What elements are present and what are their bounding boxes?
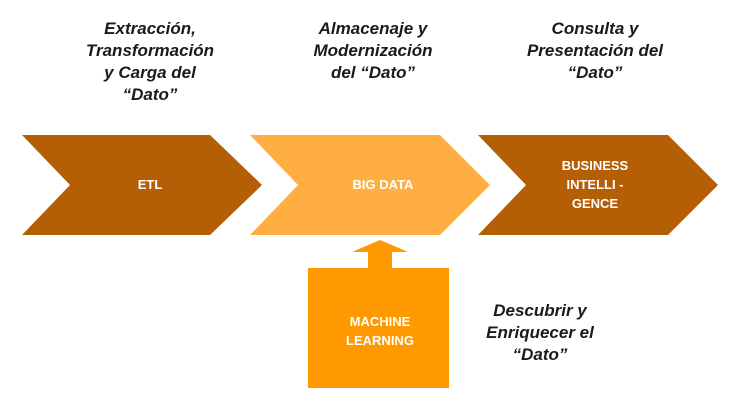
machine-learning-box [308, 268, 449, 388]
etl-chevron [22, 135, 262, 235]
etl-caption: Extracción, Transformación y Carga del “… [85, 19, 215, 104]
business-intelligence-label: BUSINESS INTELLI - GENCE [561, 158, 629, 211]
big-data-caption: Almacenaje y Modernización del “Dato” [313, 19, 433, 82]
big-data-chevron [250, 135, 490, 235]
machine-learning-label: MACHINE LEARNING [346, 314, 414, 348]
business-intelligence-chevron [478, 135, 718, 235]
business-intelligence-caption: Consulta y Presentación del “Dato” [526, 19, 664, 82]
big-data-label: BIG DATA [352, 177, 414, 192]
etl-label: ETL [137, 177, 163, 192]
machine-learning-caption: Descubrir y Enriquecer el “Dato” [486, 301, 594, 364]
machine-learning-up-arrow [352, 240, 408, 268]
